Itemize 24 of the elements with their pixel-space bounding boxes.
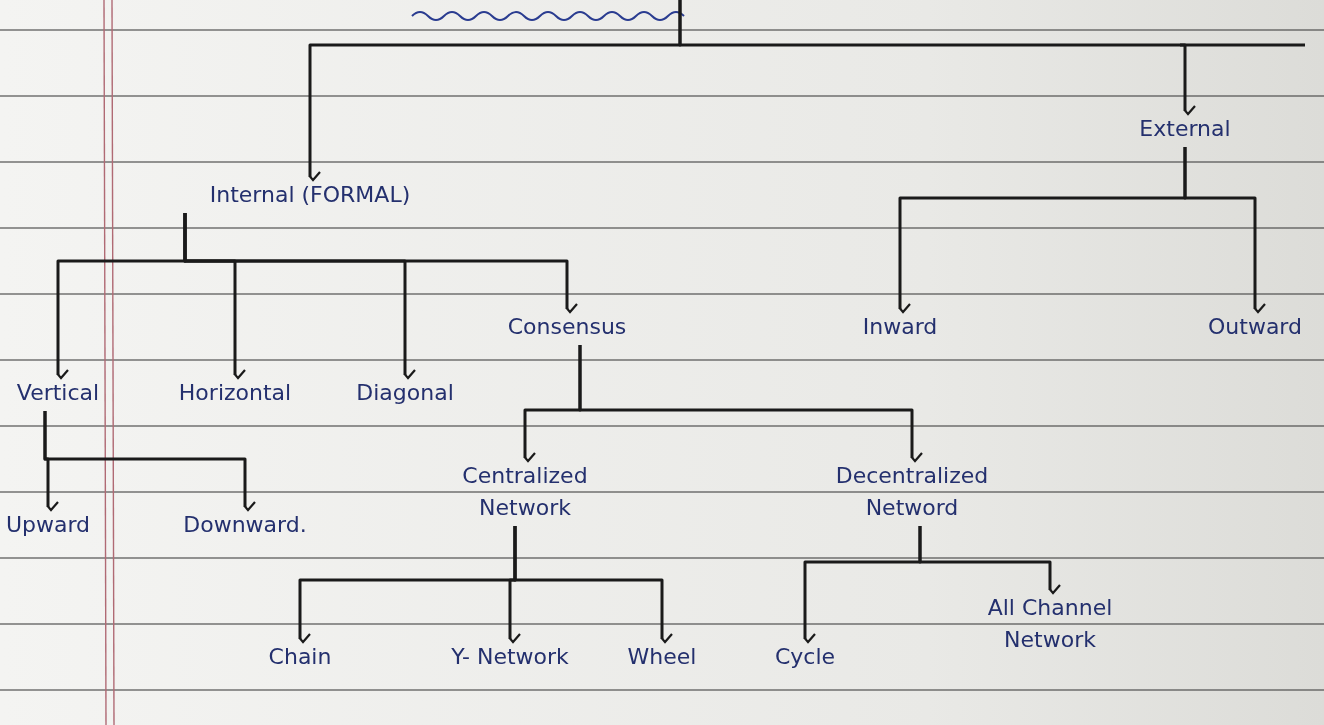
arrow — [513, 526, 674, 644]
node-label: Internal (FORMAL) — [209, 179, 411, 211]
node-label: Cycle — [774, 641, 836, 673]
arrow — [918, 526, 1062, 595]
node-label: Downward. — [183, 509, 307, 541]
node-label: External — [1139, 113, 1231, 145]
arrow — [183, 213, 579, 314]
node-label: Wheel — [627, 641, 697, 673]
node-label: Diagonal — [356, 377, 454, 409]
node-label: Decentralized Netword — [812, 460, 1012, 524]
node-label: Y- Network — [451, 641, 569, 673]
node-label: Upward — [5, 509, 91, 541]
node-label: Consensus — [507, 311, 627, 343]
arrow — [1183, 147, 1267, 314]
node-label: Inward — [862, 311, 938, 343]
node-label: Vertical — [16, 377, 100, 409]
node-label: Chain — [268, 641, 332, 673]
node-label: Centralized Network — [430, 460, 620, 524]
arrow — [578, 345, 924, 463]
arrow — [678, 0, 1197, 116]
node-label: Outward — [1208, 311, 1302, 343]
arrow — [43, 411, 257, 512]
node-label: Horizontal — [178, 377, 292, 409]
node-label: All Channel Network — [965, 592, 1135, 656]
